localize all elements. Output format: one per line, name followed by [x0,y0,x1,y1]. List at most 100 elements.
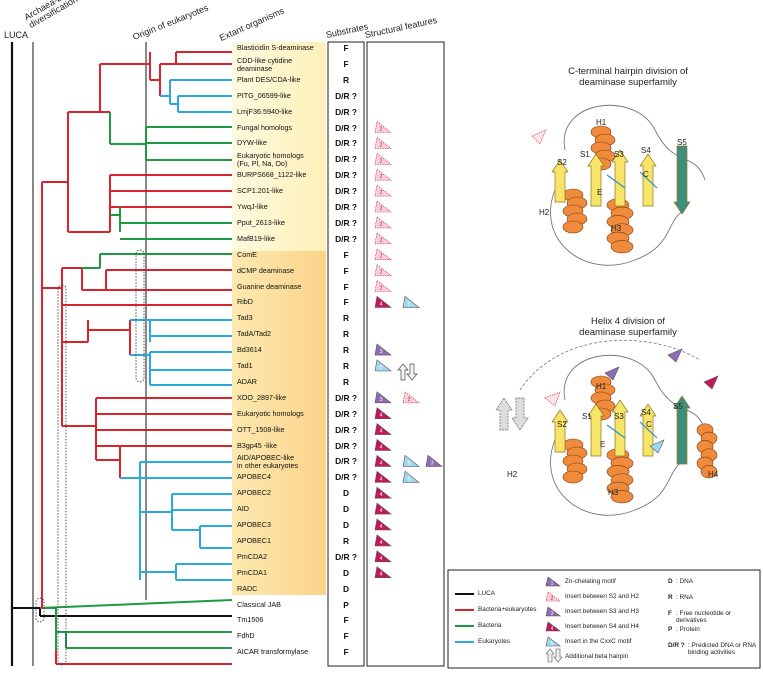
insert-number: 2 [379,206,382,212]
insert-s2-h2-marker: 2 [374,120,392,133]
triangle-mark [374,152,392,165]
organism-label: ADAR [237,376,257,386]
organism-label: Tad1 [237,361,253,370]
substrate-value: D/R ? [335,233,357,244]
insert-number: 4 [379,492,382,498]
legend-hairpin-icon [545,648,555,663]
triangle-mark [374,295,392,308]
triangle-mark [374,534,392,547]
highlight-lower-group [232,251,326,595]
insert-cxxc-marker: 5 [402,470,420,483]
insert-s4-h4-marker: 4 [374,550,392,563]
insert-s2-h2-marker: 2 [374,152,392,165]
additional-beta-hairpin [511,397,529,431]
insert-marker [544,391,561,407]
structure-label: H2 [539,208,550,217]
insert-number: 2 [379,270,382,276]
organism-label: Bd3614 [237,345,262,355]
triangle-mark [374,486,392,499]
triangle-mark [374,438,392,451]
insert-s4-h4-marker: 4 [374,407,392,420]
insert-number: 2 [379,254,382,260]
insert-number: 4 [379,508,382,514]
substrate-value: R [342,74,350,85]
strand-s2 [551,409,569,453]
helix-turn [700,465,718,479]
bottom-structure-title: Helix 4 division of deaminase superfamil… [579,316,677,338]
structure-label: S2 [557,158,567,167]
structure-label: S3 [614,150,624,159]
legend-entry: R [668,594,673,601]
substrate-value: P [343,599,349,610]
structure-label: S3 [614,412,624,421]
substrate-value: D [342,488,350,499]
substrate-value: D/R ? [335,472,357,483]
legend-entry: Insert between S4 and H4 [565,623,639,630]
insert-number: 2 [379,142,382,148]
structure-label: H2 [507,470,518,479]
substrate-value: D/R ? [335,408,357,419]
triangle-mark [374,407,392,420]
legend-substrate-desc: : DNA [676,578,694,585]
structure-label: S4 [641,408,651,417]
dashed-loop [519,339,701,391]
substrate-value: D [342,583,350,594]
insert-number: 2 [379,286,382,292]
strand-s3 [611,399,629,457]
protein-structure-diagrams [495,104,719,516]
backbone-loop [550,189,686,266]
legend-motif-number: 2 [551,596,554,602]
structure-label: H3 [608,488,619,497]
insert-marker [649,439,665,454]
legend-entry: Insert in the CxxC motif [565,638,632,645]
triangle-mark [374,566,392,579]
substrate-value: R [342,535,350,546]
insert-number: 2 [379,127,382,133]
triangle-mark [374,454,392,467]
triangle-mark [425,454,443,467]
organism-label: Blasticidin S-deaminase [237,43,314,52]
substrate-value: R [342,376,350,387]
substrate-value: F [343,615,349,626]
zn-motif-line [606,424,626,439]
structure-label: C [643,170,649,179]
insert-s2-h2-marker: 2 [374,184,392,197]
legend-entry: D/R ? [668,642,685,649]
triangle-mark [374,248,392,261]
insert-s2-h2-marker: 2 [374,216,392,229]
substrates-column-box [327,41,365,667]
organism-label: XOO_2897-like [237,392,287,402]
structure-label: H4 [708,470,719,479]
structure-label: S1 [580,150,590,159]
insert-s4-h4-marker: 4 [374,534,392,547]
legend-frame [447,569,761,669]
legend-motif-icon [545,621,561,632]
insert-number: 4 [379,301,382,307]
structure-label: H1 [596,118,607,127]
triangle-mark [374,391,392,404]
structure-label: S5 [677,138,687,147]
triangle-mark [374,120,392,133]
strand-s5 [673,395,691,465]
organism-label: Eukaryotic homologs [237,408,304,418]
insert-s2-h2-marker: 2 [374,232,392,245]
zn-motif-line [639,421,658,439]
organism-label: PmCDA1 [237,567,267,577]
insert-s3-h3-marker: 3 [374,343,392,356]
insert-s4-h4-marker: 4 [374,518,392,531]
helix-h2 [562,188,588,234]
insert-s4-h4-marker: 4 [374,454,392,467]
zn-motif-line [606,174,626,189]
triangle-mark [402,470,420,483]
insert-s2-h2-marker: 2 [402,391,420,404]
legend-entry: Eukaryotes [478,638,510,645]
insert-number: 5 [407,301,410,307]
substrate-value: D/R ? [335,440,357,451]
organism-label: Pput_2613-like [237,217,285,227]
substrate-value: D/R ? [335,424,357,435]
insert-cxxc-marker: 5 [374,359,392,372]
helix-turn [562,220,584,234]
insert-s4-h4-marker: 4 [374,470,392,483]
